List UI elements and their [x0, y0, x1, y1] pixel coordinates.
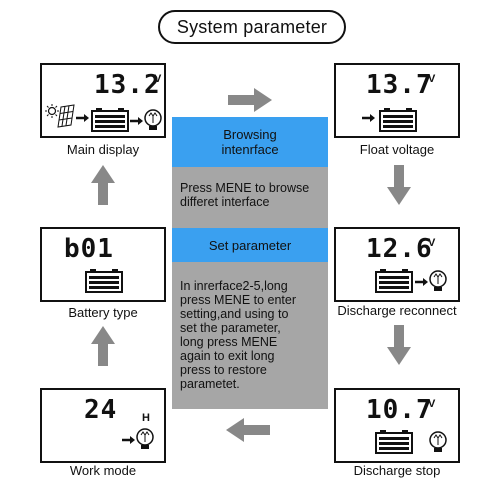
discharge-stop-digits: 10.7 [366, 395, 433, 425]
arrow-right-icon [76, 114, 89, 122]
discharge-reconnect-caption: Discharge reconnect [337, 303, 457, 318]
discharge-reconnect-unit: V [428, 237, 436, 249]
bulb-icon [144, 109, 162, 130]
battery-type-digits: b01 [64, 234, 114, 264]
discharge-stop-lcd: 10.7 V [334, 388, 460, 463]
sun-icon [45, 104, 59, 118]
solar-panel-icon [57, 104, 75, 128]
main-display-caption: Main display [66, 142, 140, 157]
discharge-stop-caption: Discharge stop [353, 463, 441, 478]
battery-type-icons [85, 269, 123, 293]
float-voltage-icons [362, 108, 417, 132]
battery-icon [379, 108, 417, 132]
battery-type-lcd: b01 [40, 227, 166, 302]
discharge-stop-unit: V [428, 398, 436, 410]
set-text-line: press to restore [180, 363, 267, 377]
discharge-reconnect-icons [375, 269, 447, 293]
flow-arrow-left [226, 418, 270, 442]
battery-type-caption: Battery type [68, 305, 138, 320]
arrow-right-icon [122, 436, 135, 444]
browsing-header: Browsing intenrface [172, 117, 328, 167]
discharge-reconnect-digits: 12.6 [366, 234, 433, 264]
float-voltage-unit: V [428, 73, 436, 85]
main-display-digits: 13.2 [94, 70, 161, 100]
battery-icon [85, 269, 123, 293]
set-text-line: In inrerface2-5,long [180, 279, 288, 293]
set-parameter-header-label: Set parameter [208, 237, 292, 253]
work-mode-lcd: 24 H [40, 388, 166, 463]
browsing-text-line2: differet interface [180, 195, 270, 209]
bulb-icon [429, 431, 447, 452]
discharge-reconnect-lcd: 12.6 V [334, 227, 460, 302]
set-parameter-text: In inrerface2-5,long press MENE to enter… [180, 279, 322, 391]
battery-icon [375, 430, 413, 454]
float-voltage-caption: Float voltage [359, 142, 435, 157]
set-text-line: press MENE to enter [180, 293, 297, 307]
set-text-line: parametet. [180, 377, 240, 391]
flow-arrow-down [387, 165, 411, 205]
work-mode-icons [122, 428, 154, 449]
browsing-header-line1: Browsing [223, 127, 277, 142]
browsing-header-line2: intenrface [221, 142, 279, 157]
battery-icon [91, 108, 129, 132]
set-text-line: set the parameter, [180, 321, 281, 335]
arrow-right-icon [130, 117, 143, 125]
diagram-title: System parameter [158, 10, 346, 44]
arrow-right-icon [362, 114, 375, 122]
main-display-unit: V [154, 73, 162, 85]
set-text-line: setting,and using to [180, 307, 289, 321]
flow-arrow-up [91, 165, 115, 205]
arrow-right-icon [415, 278, 428, 286]
main-display-lcd: 13.2 V [40, 63, 166, 138]
work-mode-caption: Work mode [69, 463, 137, 478]
bulb-icon [429, 270, 447, 291]
set-parameter-header: Set parameter [172, 228, 328, 262]
flow-arrow-right [228, 88, 272, 112]
float-voltage-lcd: 13.7 V [334, 63, 460, 138]
flow-arrow-down [387, 325, 411, 365]
browsing-text-line1: Press MENE to browse [180, 181, 310, 195]
float-voltage-digits: 13.7 [366, 70, 433, 100]
work-mode-unit: H [142, 412, 150, 424]
set-text-line: long press MENE [180, 335, 278, 349]
battery-icon [375, 269, 413, 293]
browsing-text: Press MENE to browse differet interface [180, 181, 322, 209]
bulb-icon [136, 428, 154, 449]
main-display-icons [45, 104, 162, 132]
discharge-stop-icons [375, 430, 447, 454]
work-mode-digits: 24 [84, 395, 118, 425]
flow-arrow-up [91, 326, 115, 366]
set-text-line: again to exit long [180, 349, 275, 363]
